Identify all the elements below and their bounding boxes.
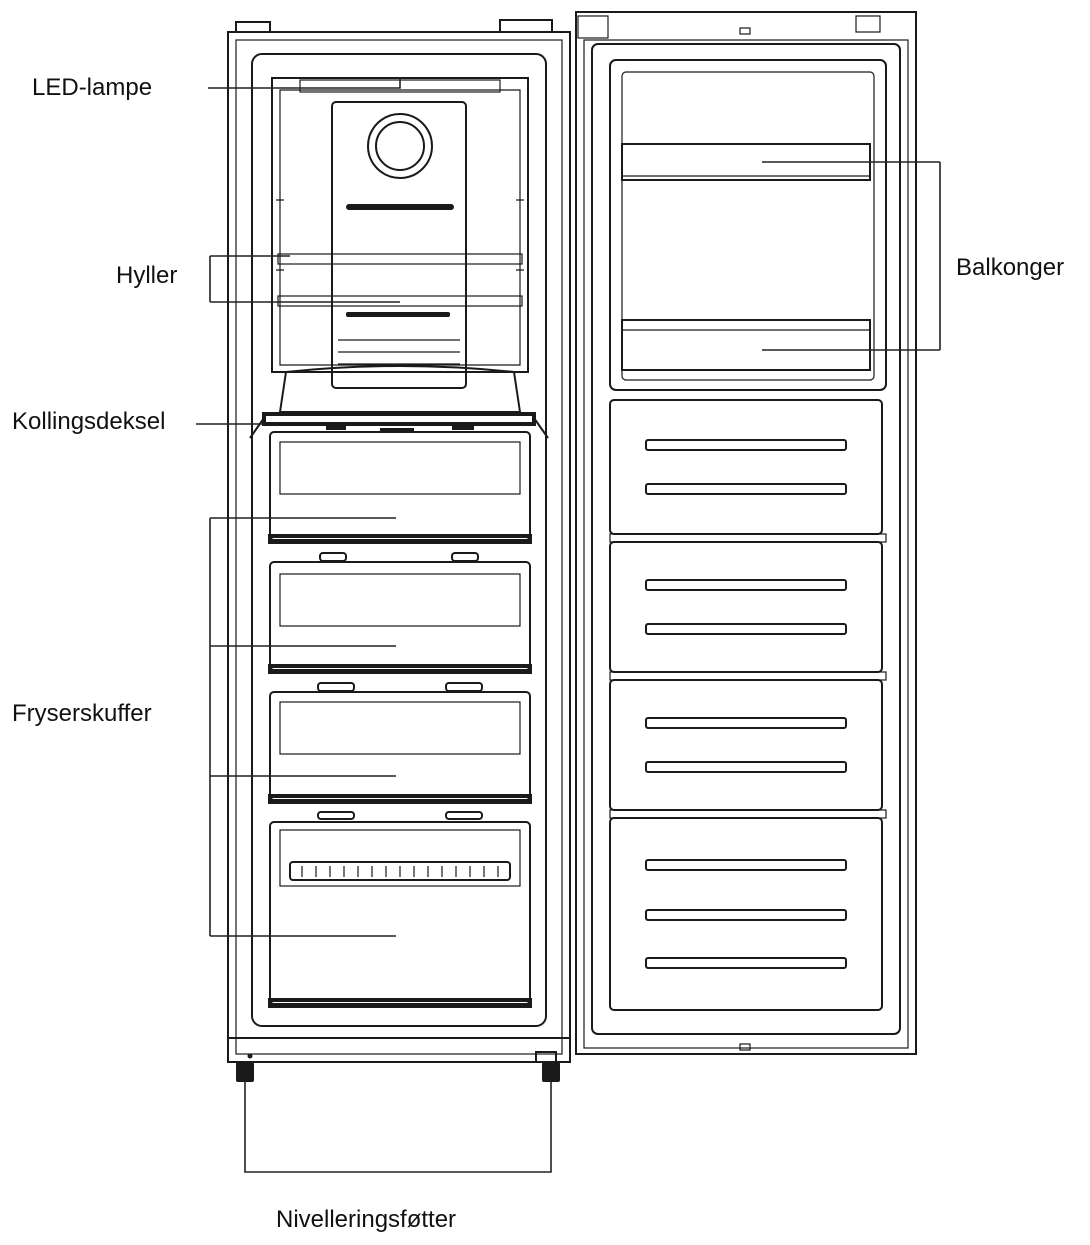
upper-compartment [271,77,529,373]
upper-compartment-inner [279,89,521,366]
top-hinge-left [235,21,271,33]
label-balconies: Balkonger [956,254,1065,281]
door-bottom-notch [739,1043,751,1051]
cooling-cover [262,412,536,426]
door-handle-3a [645,717,847,729]
drawer-4-clip-right [445,811,483,820]
drawer-3-bottom [268,794,532,804]
label-freezer-drawers: Fryserskuffer [12,700,152,727]
cover-ribs [338,339,460,365]
door-frame [583,39,909,1049]
balcony-2 [621,319,871,371]
door-panel-1 [609,399,883,535]
drawer-4-clip-left [317,811,355,820]
drawer-2-bottom [268,664,532,674]
door-upper-bin-inner [621,71,875,381]
door-handle-4b [645,909,847,921]
drawer-1-front [279,441,521,495]
label-leveling-feet: Nivelleringsføtter [276,1206,457,1233]
shelf-upper [277,253,523,265]
door-outer [575,11,917,1055]
drawer-3 [269,691,531,801]
door-top-hinge [577,15,609,39]
drawer-1 [269,431,531,541]
base-screw [247,1053,253,1059]
label-led-lamp: LED-lampe [32,74,153,101]
fan-outer [367,113,433,179]
evaporator-cover [331,101,467,389]
cabinet-outer [227,31,571,1063]
door-panel-2 [609,541,883,673]
door-divider-3 [609,809,887,819]
vent-slot [346,204,454,210]
drawer-4-grille-slots [301,866,499,877]
door-divider-1 [609,533,887,543]
leader-leveling-feet [244,1082,552,1173]
drawer-2-clip-right [451,552,479,562]
door-top-notch [739,27,751,35]
door-panel-4 [609,817,883,1011]
door-divider-2 [609,671,887,681]
leader-shelves [209,255,400,303]
cooling-cover-clips [249,417,549,439]
leader-lines [196,78,941,1173]
leveling-foot-right [542,1062,560,1082]
door-handle-4c [645,957,847,969]
drawer-4 [269,821,531,1005]
door-top-stop [855,15,881,33]
vent-slot-lower [346,312,450,317]
cabinet-liner [251,53,547,1027]
door-handle-3b [645,761,847,773]
cover-vent-1 [326,425,346,430]
door-panel-3 [609,679,883,811]
door-handle-1a [645,439,847,451]
leader-freezer-drawers [209,517,396,937]
cooling-cover-curve [278,365,522,413]
cover-vent-2 [380,428,414,433]
cabinet-frame [235,39,563,1055]
leader-led-lamp [208,78,401,89]
label-cooling-cover: Kollingsdeksel [12,408,166,435]
fan-inner [375,121,425,171]
top-hinge-right [499,19,553,33]
drawer-3-clip-left [317,682,355,692]
door-handle-2a [645,579,847,591]
drawer-2-clip-left [319,552,347,562]
leader-balconies [762,161,941,351]
door-handle-2b [645,623,847,635]
cover-vent-3 [452,425,474,430]
door [575,11,917,1055]
drawer-4-grille [289,861,511,881]
drawer-2 [269,561,531,671]
leveling-foot-left [236,1062,254,1082]
shelf-lower [277,295,523,307]
door-handle-4a [645,859,847,871]
drawer-2-front [279,573,521,627]
shelf-rails [276,199,524,271]
drawer-3-clip-right [445,682,483,692]
door-handle-1b [645,483,847,495]
cabinet-body [227,19,571,1082]
drawer-4-bottom [268,998,532,1008]
drawer-4-front [279,829,521,887]
door-gasket [591,43,901,1035]
label-shelves: Hyller [116,262,178,289]
drawer-1-bottom [268,534,532,544]
drawer-3-front [279,701,521,755]
door-upper-bin [609,59,887,391]
